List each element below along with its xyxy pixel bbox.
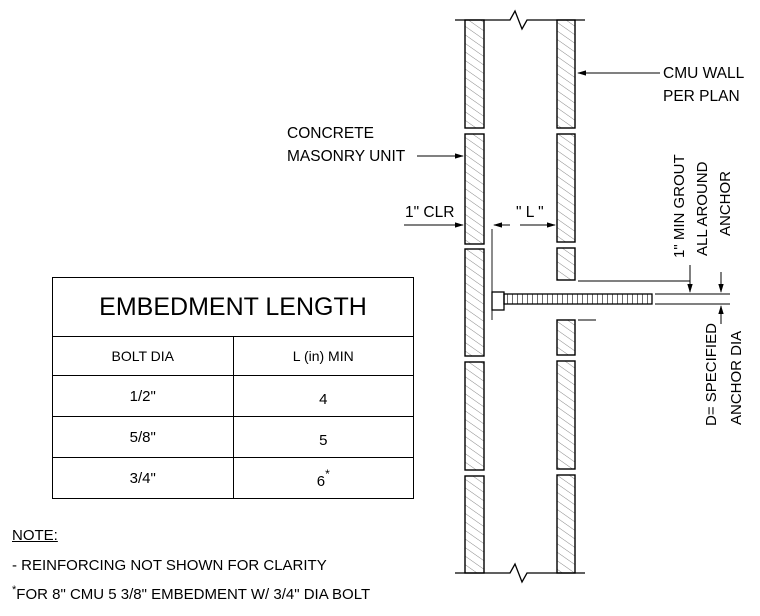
- concrete-unit-label-line1: CONCRETE: [287, 125, 374, 142]
- header-bolt-dia: BOLT DIA: [52, 336, 234, 376]
- footnote-mark: *: [325, 466, 330, 481]
- cell-min-length: 5: [232, 416, 414, 458]
- note-reinforcing: - REINFORCING NOT SHOWN FOR CLARITY: [12, 557, 327, 574]
- callout-labels: CMU WALL PER PLAN CONCRETE MASONRY UNIT …: [287, 65, 745, 221]
- anchor-dia-label-line2: ANCHOR DIA: [728, 331, 745, 425]
- table-row: 3/4" 6*: [52, 457, 414, 499]
- table-title: EMBEDMENT LENGTH: [52, 277, 414, 337]
- grout-boundary-lines: [491, 229, 730, 321]
- clearance-label: 1" CLR: [405, 204, 454, 221]
- table-row: 5/8" 5: [52, 416, 414, 458]
- cell-bolt-dia: 3/4": [52, 457, 234, 499]
- leader-arrows: [404, 70, 724, 324]
- concrete-unit-label-line2: MASONRY UNIT: [287, 148, 406, 165]
- footnote-mark: *: [12, 584, 17, 596]
- anchor-bolt: [491, 291, 653, 311]
- min-grout-label-line3: ANCHOR: [717, 171, 734, 236]
- rotated-labels: 1" MIN GROUT ALL AROUND ANCHOR D= SPECIF…: [671, 154, 745, 426]
- min-grout-label-line2: ALL AROUND: [694, 161, 711, 256]
- cell-min-length: 4: [232, 375, 414, 417]
- min-grout-label-line1: 1" MIN GROUT: [671, 154, 688, 258]
- header-min-length: L (in) MIN: [232, 336, 414, 376]
- cell-bolt-dia: 1/2": [52, 375, 234, 417]
- cmu-wall-label-line1: CMU WALL: [663, 65, 745, 82]
- embedment-length-table: EMBEDMENT LENGTH BOLT DIA L (in) MIN 1/2…: [52, 277, 414, 499]
- note-embedment-footnote: *FOR 8" CMU 5 3/8" EMBEDMENT W/ 3/4" DIA…: [12, 584, 371, 603]
- anchor-dia-label-line1: D= SPECIFIED: [703, 323, 720, 426]
- cell-bolt-dia: 5/8": [52, 416, 234, 458]
- break-lines: [455, 9, 585, 584]
- left-face-shell: [464, 19, 485, 574]
- length-label: " L ": [516, 204, 544, 221]
- note-title: NOTE:: [12, 527, 58, 544]
- cell-min-length: 6*: [232, 457, 414, 499]
- cmu-wall-label-line2: PER PLAN: [663, 88, 740, 105]
- table-row: 1/2" 4: [52, 375, 414, 417]
